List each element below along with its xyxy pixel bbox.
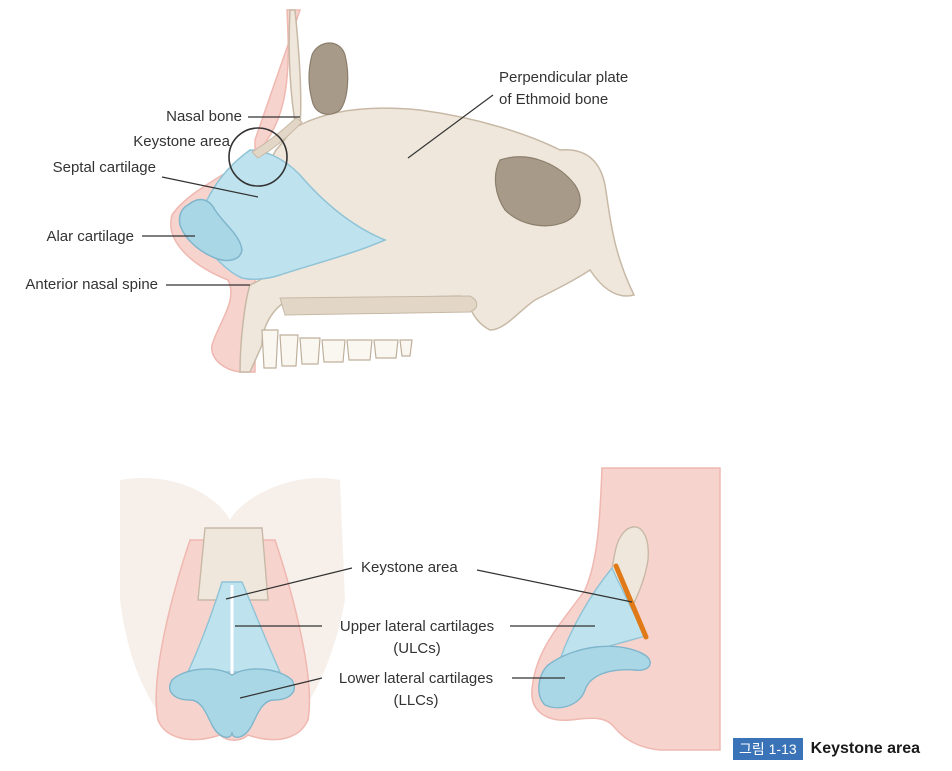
profile-view	[476, 467, 721, 751]
label-anterior-nasal-spine: Anterior nasal spine	[25, 276, 158, 293]
label-perpendicular-plate-line2: of Ethmoid bone	[499, 91, 609, 108]
frontal-sinus	[308, 42, 349, 115]
label-lower-lateral-cartilages: Lower lateral cartilages (LLCs)	[326, 670, 506, 710]
label-llc-line1: Lower lateral cartilages	[338, 670, 494, 687]
frontal-leader-lines	[225, 567, 353, 699]
alar-cartilage	[178, 198, 243, 262]
label-llc-line2: (LLCs)	[393, 692, 439, 709]
upper-lateral-cartilages-frontal	[186, 581, 282, 673]
figure-caption: 그림 1-13 Keystone area	[733, 738, 920, 760]
label-nasal-bone: Nasal bone	[166, 108, 242, 125]
label-keystone-area-top: Keystone area	[133, 133, 230, 150]
profile-leader-lines	[476, 569, 633, 679]
frontal-view	[120, 478, 353, 741]
label-keystone-area-bottom: Keystone area	[361, 559, 458, 576]
caption-title: Keystone area	[810, 740, 921, 757]
caption-tag: 그림 1-13	[733, 738, 803, 760]
label-alar-cartilage: Alar cartilage	[46, 228, 134, 245]
profile-bone	[611, 526, 649, 612]
top-leader-lines	[142, 94, 494, 286]
sphenoid-sinus	[494, 156, 581, 227]
label-upper-lateral-cartilages: Upper lateral cartilages (ULCs)	[328, 618, 506, 658]
nasal-bone	[251, 117, 303, 159]
lower-lateral-cartilages-frontal	[169, 668, 295, 738]
label-perpendicular-plate-line1: Perpendicular plate	[499, 69, 629, 86]
hard-palate	[279, 295, 478, 316]
label-ulc-line1: Upper lateral cartilages	[339, 618, 495, 635]
profile-lower-lateral-cartilage	[538, 645, 651, 709]
label-perpendicular-plate: Perpendicular plate of Ethmoid bone	[499, 69, 628, 109]
label-ulc-line2: (ULCs)	[393, 640, 441, 657]
nasal-bones-frontal	[197, 527, 269, 601]
label-septal-cartilage: Septal cartilage	[52, 159, 156, 176]
upper-teeth	[261, 329, 413, 369]
sagittal-view	[142, 9, 636, 373]
keystone-circle	[228, 127, 288, 187]
